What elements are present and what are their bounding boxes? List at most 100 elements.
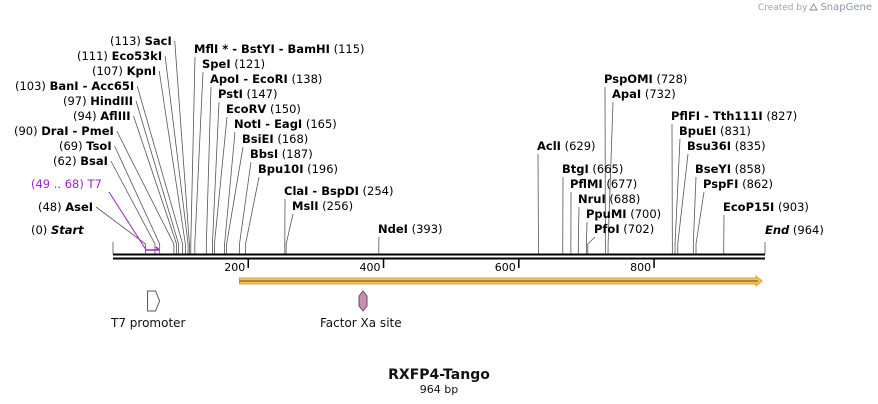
leader-ppumi bbox=[586, 221, 588, 254]
site-label-bsiei: BsiEI (168) bbox=[242, 132, 308, 146]
site-noti-eagi[interactable]: NotI - EagI (165) bbox=[234, 117, 337, 131]
site-pos: (187) bbox=[278, 147, 313, 161]
leader-bseyi bbox=[692, 176, 697, 254]
site-spei[interactable]: SpeI (121) bbox=[202, 57, 265, 71]
site-pos: (94) bbox=[73, 109, 100, 123]
site-pos: (677) bbox=[603, 177, 638, 191]
site-pos: (700) bbox=[627, 207, 662, 221]
site-pspomi[interactable]: PspOMI (728) bbox=[604, 72, 687, 86]
site-name: PfoI bbox=[594, 222, 620, 236]
site-bbsi[interactable]: BbsI (187) bbox=[250, 147, 313, 161]
site-label-spei: SpeI (121) bbox=[202, 57, 265, 71]
site-pflfi-tth111i[interactable]: PflFI - Tth111I (827) bbox=[671, 109, 797, 123]
site-label-eco53ki: (111) Eco53kI bbox=[77, 49, 162, 63]
ruler-tick-label: 400 bbox=[360, 261, 381, 274]
site-ecorv[interactable]: EcoRV (150) bbox=[226, 102, 301, 116]
site-clai-bspdi[interactable]: ClaI - BspDI (254) bbox=[284, 184, 393, 198]
site-asei[interactable]: (48) AseI bbox=[38, 200, 93, 214]
map-title: RXFP4-Tango bbox=[388, 367, 490, 383]
site-label-ecop15i: EcoP15I (903) bbox=[723, 200, 809, 214]
site-label-bpuei: BpuEI (831) bbox=[679, 124, 751, 138]
site-name: AclI bbox=[537, 139, 561, 153]
site-name: ClaI - BspDI bbox=[284, 184, 359, 198]
site-bsai[interactable]: (62) BsaI bbox=[53, 154, 108, 168]
site-label-bpu10i: Bpu10I (196) bbox=[258, 162, 338, 176]
site-psti[interactable]: PstI (147) bbox=[218, 87, 277, 101]
site-tsoi[interactable]: (69) TsoI bbox=[59, 139, 112, 153]
site-pos: (121) bbox=[231, 57, 266, 71]
site-label-kpni: (107) KpnI bbox=[92, 64, 156, 78]
site-pos: (835) bbox=[731, 139, 766, 153]
site-pfoi[interactable]: PfoI (702) bbox=[594, 222, 654, 236]
feature-factor-xa[interactable]: Factor Xa site bbox=[320, 290, 402, 330]
site-pflmi[interactable]: PflMI (677) bbox=[570, 177, 637, 191]
snapgene-logo-icon bbox=[809, 2, 819, 12]
site-name: BpuEI bbox=[679, 124, 716, 138]
site-name: MflI * - BstYI - BamHI bbox=[194, 42, 330, 56]
site-bseyi[interactable]: BseYI (858) bbox=[695, 162, 766, 176]
site-name: PpuMI bbox=[586, 207, 627, 221]
site-bpuei[interactable]: BpuEI (831) bbox=[679, 124, 751, 138]
site-label-bsu36i: Bsu36I (835) bbox=[687, 139, 766, 153]
site-saci[interactable]: (113) SacI bbox=[110, 34, 172, 48]
leader-psti bbox=[212, 101, 220, 254]
site-bsiei[interactable]: BsiEI (168) bbox=[242, 132, 308, 146]
site-pos: (69) bbox=[59, 139, 86, 153]
leader-nrui bbox=[577, 206, 580, 254]
site-kpni[interactable]: (107) KpnI bbox=[92, 64, 156, 78]
site-pos: (107) bbox=[92, 64, 127, 78]
site-acli[interactable]: AclI (629) bbox=[537, 139, 596, 153]
site-bsu36i[interactable]: Bsu36I (835) bbox=[687, 139, 766, 153]
site-name: EcoRV bbox=[226, 102, 266, 116]
feature-t7-promoter[interactable]: T7 promoter bbox=[110, 290, 186, 330]
site-label-ppumi: PpuMI (700) bbox=[586, 207, 661, 221]
feature-label-factor-xa: Factor Xa site bbox=[320, 316, 402, 330]
site-pos: (168) bbox=[274, 132, 309, 146]
site-drai-pmei[interactable]: (90) DraI - PmeI bbox=[14, 124, 114, 138]
site-name: DraI - PmeI bbox=[41, 124, 114, 138]
leader-tsoi bbox=[114, 145, 161, 254]
leader-bani-acc65i bbox=[136, 85, 184, 254]
site-nrui[interactable]: NruI (688) bbox=[578, 192, 640, 206]
site-ndei[interactable]: NdeI (393) bbox=[378, 222, 443, 236]
site-pos: (858) bbox=[731, 162, 766, 176]
site-name: BseYI bbox=[695, 162, 731, 176]
site-label-btgi: BtgI (665) bbox=[562, 162, 623, 176]
site-eco53ki[interactable]: (111) Eco53kI bbox=[77, 49, 162, 63]
site-apai[interactable]: ApaI (732) bbox=[612, 87, 676, 101]
site-label-psti: PstI (147) bbox=[218, 87, 277, 101]
site-pos: (97) bbox=[63, 94, 90, 108]
site-name: BanI - Acc65I bbox=[50, 79, 135, 93]
site-btgi[interactable]: BtgI (665) bbox=[562, 162, 623, 176]
leader-apai bbox=[607, 101, 614, 254]
leader-pspfi bbox=[695, 191, 705, 254]
site-bani-acc65i[interactable]: (103) BanI - Acc65I bbox=[15, 79, 134, 93]
leader-bpuei bbox=[674, 138, 681, 254]
site-label-ecorv: EcoRV (150) bbox=[226, 102, 301, 116]
site-name: PspOMI bbox=[604, 72, 653, 86]
site-bpu10i[interactable]: Bpu10I (196) bbox=[258, 162, 338, 176]
site-label-bbsi: BbsI (187) bbox=[250, 147, 313, 161]
ruler-tick-label: 800 bbox=[630, 261, 651, 274]
primer-t7[interactable]: (49 .. 68) T7 bbox=[31, 177, 160, 251]
site-aflii[interactable]: (94) AflIII bbox=[73, 109, 131, 123]
primer-leader bbox=[108, 191, 147, 251]
site-ecop15i[interactable]: EcoP15I (903) bbox=[723, 200, 809, 214]
site-label-bani-acc65i: (103) BanI - Acc65I bbox=[15, 79, 134, 93]
site-msli[interactable]: MslI (256) bbox=[292, 199, 353, 213]
site-pspfi[interactable]: PspFI (862) bbox=[703, 177, 773, 191]
leader-saci bbox=[174, 40, 190, 254]
site-ppumi[interactable]: PpuMI (700) bbox=[586, 207, 661, 221]
site-name: PflFI - Tth111I bbox=[671, 109, 763, 123]
site-hindiii[interactable]: (97) HindIII bbox=[63, 94, 133, 108]
site-apoi-ecori[interactable]: ApoI - EcoRI (138) bbox=[210, 72, 322, 86]
site-label-acli: AclI (629) bbox=[537, 139, 596, 153]
leader-msli bbox=[285, 213, 294, 254]
site-name: BsiEI bbox=[242, 132, 274, 146]
leader-bbsi bbox=[239, 161, 252, 254]
site-name: AflIII bbox=[100, 109, 130, 123]
leader-bsu36i bbox=[677, 153, 689, 254]
site-name: Bpu10I bbox=[258, 162, 303, 176]
site-mfli-bstyi-bamhi[interactable]: MflI * - BstYI - BamHI (115) bbox=[194, 42, 365, 56]
